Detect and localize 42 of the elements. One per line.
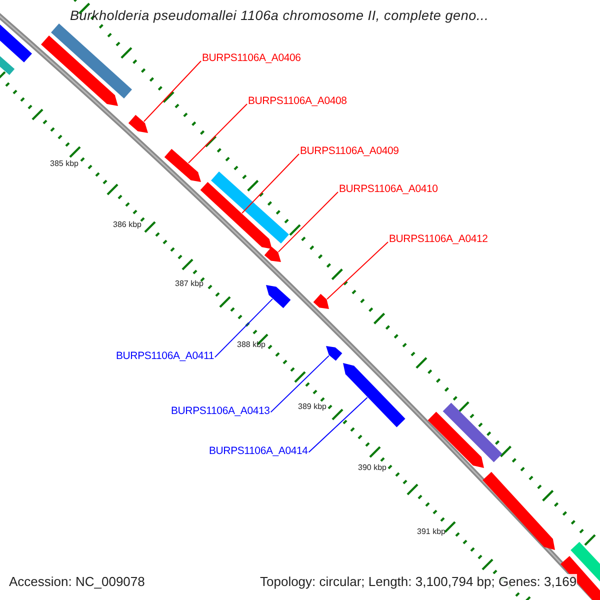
- gene-feature: [264, 246, 281, 262]
- gene-label: BURPS1106A_A0414: [209, 445, 308, 457]
- title: Burkholderia pseudomallei 1106a chromosome II, complete geno...: [70, 8, 489, 23]
- footer-text: Topology: circular; Length: 3,100,794 bp; Genes: 3,169: [260, 574, 577, 589]
- gene-feature: [200, 182, 272, 249]
- tick-label: 391 kbp: [417, 527, 446, 536]
- gene-feature: [343, 363, 406, 428]
- leader-line: [188, 104, 248, 164]
- leader-line: [242, 154, 300, 214]
- leader-line: [278, 192, 338, 252]
- footer-text: Accession: NC_009078: [9, 574, 145, 589]
- tick-label: 386 kbp: [113, 220, 142, 229]
- gene-feature: [51, 24, 132, 98]
- gene-label: BURPS1106A_A0410: [339, 183, 438, 195]
- gene-label: BURPS1106A_A0406: [202, 52, 301, 64]
- gene-feature: [326, 346, 342, 361]
- leader-line: [143, 60, 202, 122]
- gene-label: BURPS1106A_A0411: [116, 350, 214, 362]
- gene-feature: [313, 294, 329, 309]
- leader-line: [214, 298, 273, 358]
- tick-label: 389 kbp: [298, 402, 326, 411]
- tick-label: 385 kbp: [50, 159, 78, 168]
- gene-label: BURPS1106A_A0409: [300, 145, 399, 157]
- leader-line: [308, 397, 368, 453]
- gene-feature: [211, 172, 289, 244]
- gene-feature: [266, 285, 291, 308]
- gene-feature: [128, 114, 148, 133]
- gene-label: BURPS1106A_A0412: [389, 233, 488, 245]
- gene-feature: [442, 402, 502, 462]
- gene-feature: [164, 148, 201, 182]
- gene-label: BURPS1106A_A0413: [171, 405, 270, 417]
- gene-feature: [428, 412, 484, 468]
- tick-label: 388 kbp: [237, 340, 266, 349]
- leader-line: [270, 355, 330, 413]
- leader-line: [326, 242, 388, 300]
- tick-label: 390 kbp: [358, 463, 386, 472]
- gene-feature: [0, 24, 32, 62]
- tick-label: 387 kbp: [175, 279, 204, 288]
- gene-feature: [482, 472, 555, 550]
- gene-feature: [0, 54, 15, 75]
- gene-feature: [41, 36, 118, 106]
- gene-label: BURPS1106A_A0408: [248, 95, 347, 107]
